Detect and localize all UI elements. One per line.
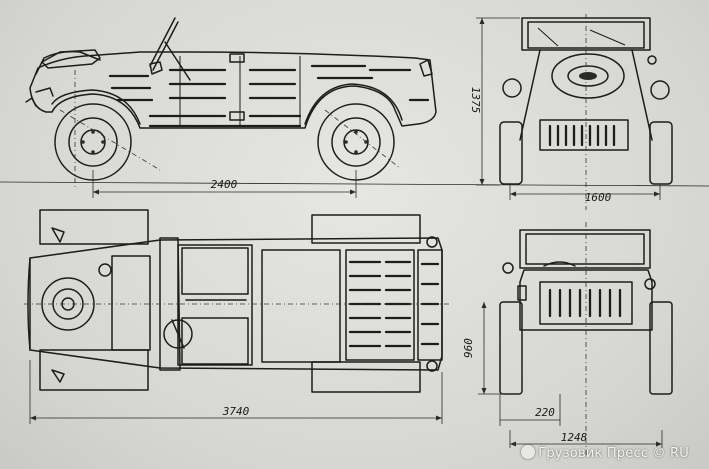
watermark-text: Грузовик Пресс © RU	[538, 446, 689, 461]
front-track-dimension: 1600	[585, 191, 612, 204]
truck-logo-icon	[521, 445, 536, 459]
rear-track-dimension: 1248	[561, 431, 588, 444]
overall-height-dimension: 1375	[469, 87, 482, 114]
rear-view	[478, 222, 673, 455]
top-view	[24, 209, 450, 424]
rear-height-dimension: 960	[462, 338, 475, 358]
wheelbase-dimension: 2400	[211, 178, 238, 191]
ground-clearance-dimension: 220	[535, 406, 555, 419]
front-view	[476, 14, 673, 210]
watermark: Грузовик Пресс © RU	[521, 445, 689, 461]
overall-length-dimension: 3740	[222, 405, 250, 418]
side-view	[25, 17, 437, 198]
